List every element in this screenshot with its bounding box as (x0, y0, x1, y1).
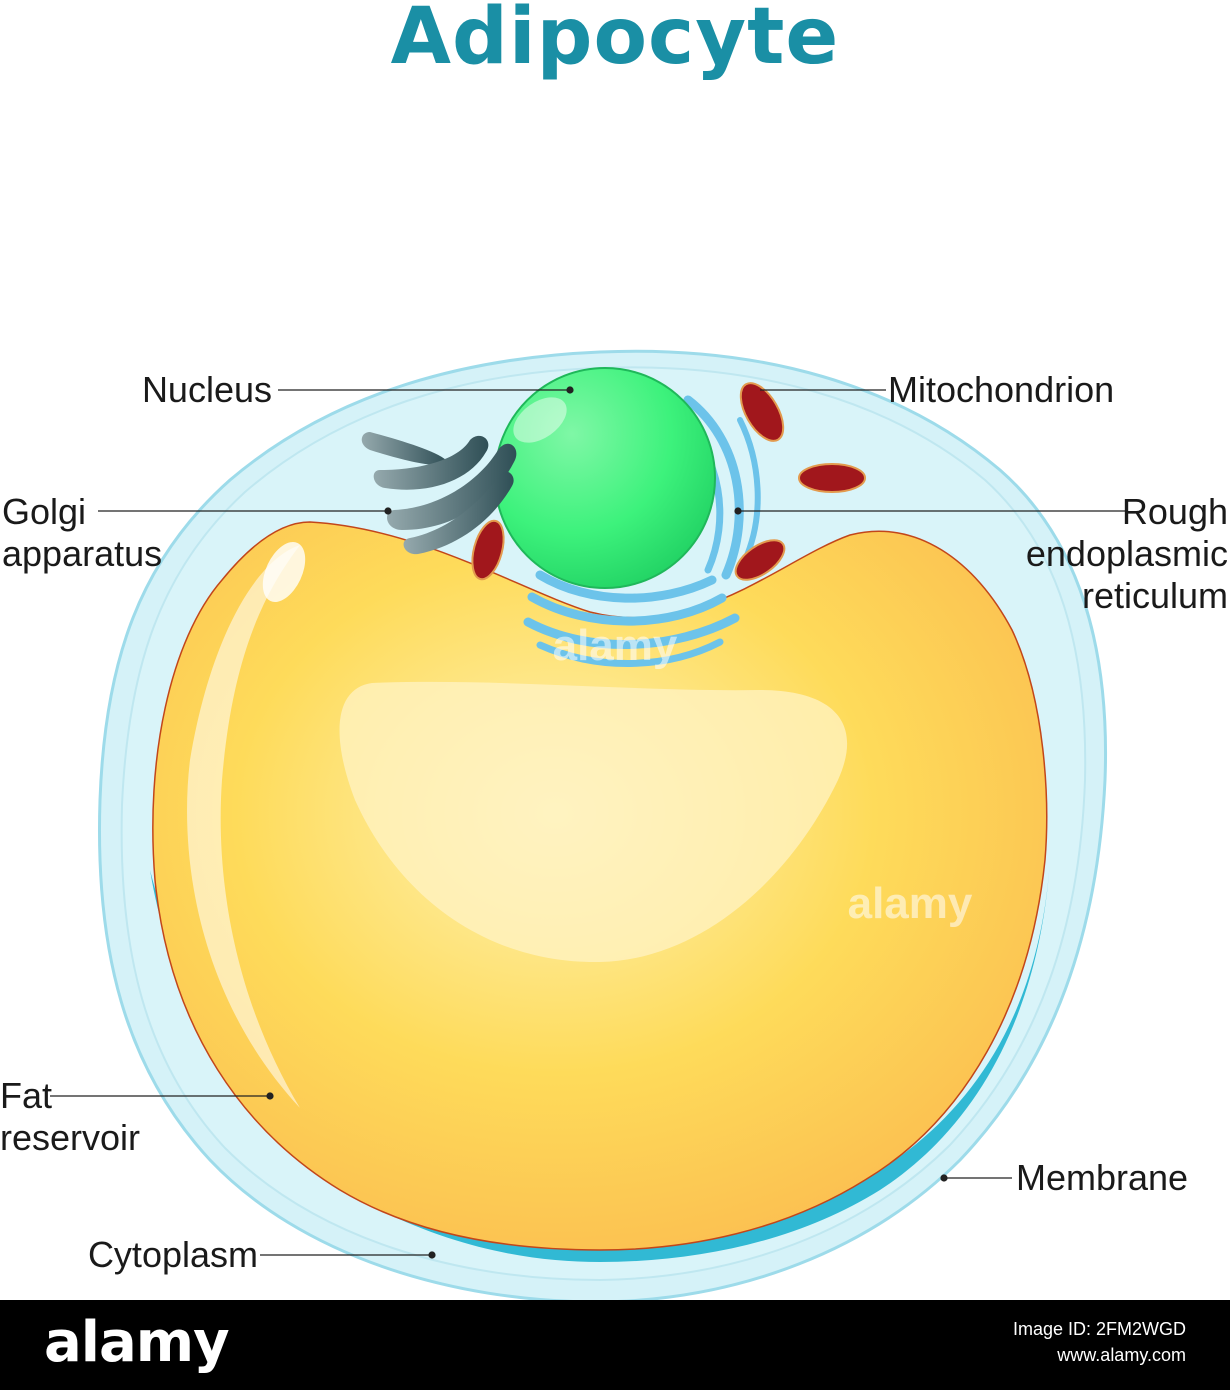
golgi-cisterna (373, 435, 489, 490)
fat-reservoir (152, 521, 1048, 1251)
site-url[interactable]: www.alamy.com (1057, 1345, 1186, 1365)
fat-shine-spot (262, 542, 306, 602)
label-membrane: Membrane (1016, 1157, 1188, 1198)
label-golgi-line1: Golgi (2, 491, 86, 532)
adipocyte-diagram: Nucleus Mitochondrion Golgi apparatus Ro… (0, 349, 1228, 1300)
mitochondrion (471, 519, 505, 581)
mitochondria (471, 382, 866, 581)
golgi-cisterna (361, 432, 448, 465)
leader-dot-fat (266, 1092, 274, 1100)
leader-lines (50, 386, 1128, 1259)
watermark-text: alamy (553, 621, 678, 670)
golgi-cisterna (387, 443, 517, 530)
mitochondrion (739, 382, 785, 442)
label-cytoplasm: Cytoplasm (88, 1234, 258, 1275)
golgi-apparatus (361, 432, 517, 555)
label-fat-line2: reservoir (0, 1117, 140, 1158)
rer-arc (523, 613, 740, 649)
mitochondrion (798, 463, 866, 493)
rer-arc (536, 638, 724, 667)
leader-dot-golgi (384, 507, 392, 515)
label-rer-line2: endoplasmic (1026, 533, 1228, 574)
image-id: Image ID: 2FM2WGD (1012, 1319, 1186, 1339)
footer-bar: alamy Image ID: 2FM2WGD www.alamy.com (0, 1300, 1230, 1390)
rer-arc (527, 592, 727, 626)
nucleus-shine (513, 397, 567, 443)
label-nucleus: Nucleus (142, 369, 272, 410)
label-mitochondrion: Mitochondrion (888, 369, 1114, 410)
leader-dot-membrane (940, 1174, 948, 1182)
rer-arc (683, 395, 744, 580)
brand-logo[interactable]: alamy (44, 1310, 230, 1375)
labels: Nucleus Mitochondrion Golgi apparatus Ro… (0, 369, 1228, 1275)
image-id-block: Image ID: 2FM2WGD www.alamy.com (1013, 1316, 1186, 1368)
diagram-title: Adipocyte (390, 0, 840, 82)
rough-er (523, 395, 761, 667)
label-golgi-line2: apparatus (2, 533, 162, 574)
leader-dot-rer (734, 507, 742, 515)
fat-edge-shine (187, 545, 300, 1108)
fat-inner-highlight (339, 681, 848, 963)
golgi-cisterna (403, 471, 514, 555)
rer-arc (737, 417, 761, 563)
mitochondrion (734, 539, 786, 581)
nucleus-body (494, 367, 716, 589)
label-rer-line1: Rough (1122, 491, 1228, 532)
leader-dot-nucleus (566, 386, 574, 394)
label-rer-line3: reticulum (1082, 575, 1228, 616)
watermarks: alamy alamy (553, 621, 973, 928)
nucleus (494, 367, 716, 589)
label-fat-line1: Fat (0, 1075, 52, 1116)
watermark-text: alamy (848, 879, 973, 928)
leader-dot-cytoplasm (428, 1251, 436, 1259)
rer-arc (535, 570, 717, 603)
